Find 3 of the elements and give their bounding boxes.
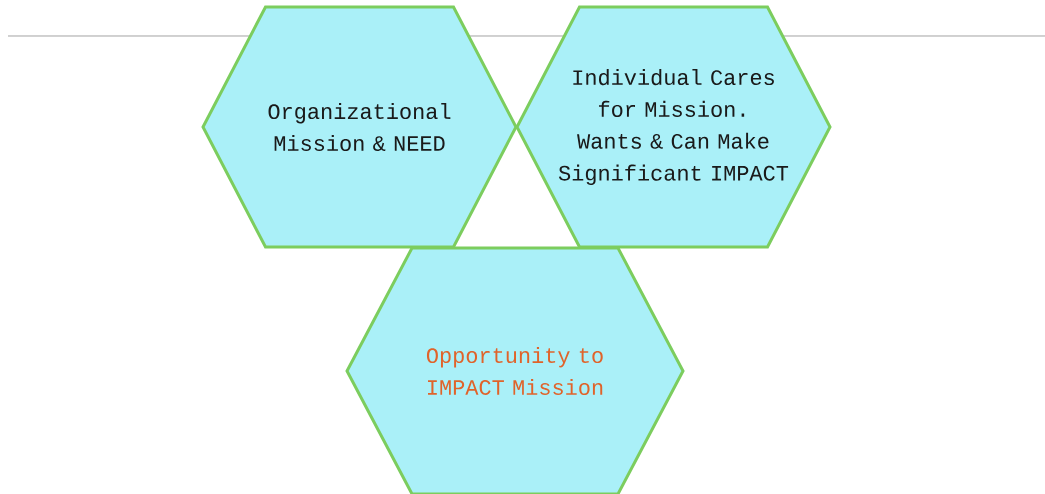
- hexagon: Organizational Mission & NEED: [201, 5, 518, 249]
- hexagon: Opportunity to IMPACT Mission: [345, 246, 685, 494]
- hexagon: Individual Cares for Mission. Wants & Can Make Significant IMPACT: [515, 5, 832, 249]
